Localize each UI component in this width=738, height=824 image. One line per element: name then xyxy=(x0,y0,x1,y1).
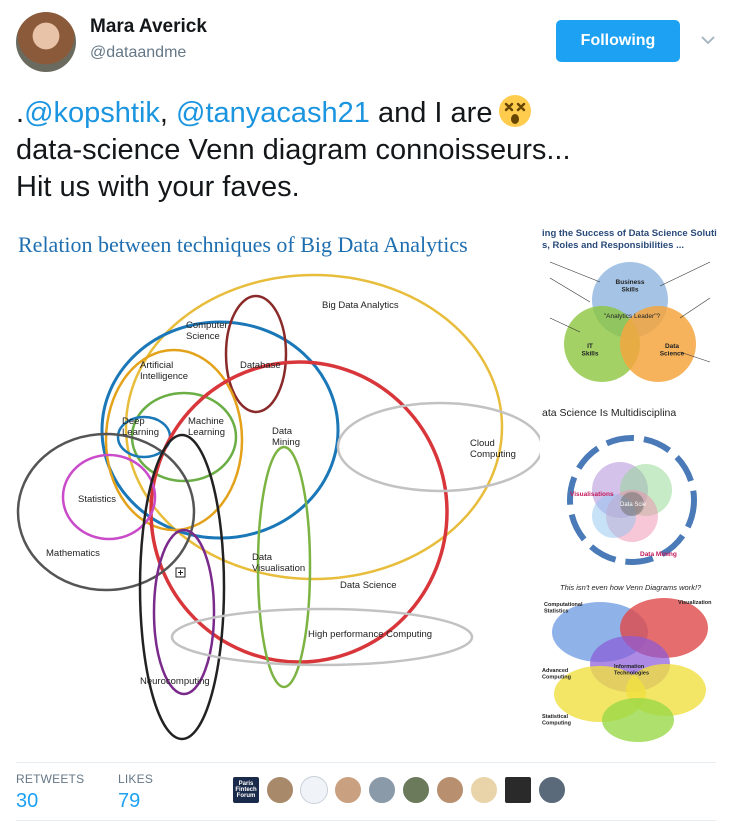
liker-avatar[interactable] xyxy=(266,776,294,804)
dizzy-face-emoji-icon xyxy=(499,95,532,127)
liker-avatar[interactable] xyxy=(470,776,498,804)
label-database: Database xyxy=(240,360,281,371)
label-mathematics: Mathematics xyxy=(46,548,100,559)
multi-title: ata Science Is Multidisciplina xyxy=(542,407,676,419)
liker-avatar-k-logo[interactable] xyxy=(504,776,532,804)
following-button[interactable]: Following xyxy=(556,20,680,62)
label-big-data-analytics: Big Data Analytics xyxy=(322,300,399,311)
liker-avatar[interactable] xyxy=(368,776,396,804)
diagram-title: Relation between techniques of Big Data … xyxy=(18,232,468,257)
retweets-count[interactable]: 30 xyxy=(16,790,39,812)
divider-bottom xyxy=(16,820,716,821)
tweet-text: .@kopshtik, @tanyacash21 and I are data-… xyxy=(16,94,716,206)
author-name[interactable]: Mara Averick xyxy=(90,16,207,37)
retweets-label: RETWEETS xyxy=(16,772,85,786)
tweet-media[interactable]: Relation between techniques of Big Data … xyxy=(14,222,722,750)
label-statistics: Statistics xyxy=(78,494,116,505)
label-neurocomputing: Neurocomputing xyxy=(140,676,210,687)
roles-title-1: ing the Success of Data Science Soluti xyxy=(542,228,717,239)
liker-avatar[interactable] xyxy=(300,776,328,804)
liker-avatar[interactable] xyxy=(334,776,362,804)
liker-avatar[interactable] xyxy=(436,776,464,804)
label-data-scie: Data Scie xyxy=(620,502,647,508)
likes-label: LIKES xyxy=(118,772,154,786)
mention-kopshtik[interactable]: @kopshtik xyxy=(24,97,160,129)
liker-avatar[interactable] xyxy=(538,776,566,804)
not-venn-diagram-image[interactable]: This isn't even how Venn Diagrams work!?… xyxy=(540,572,722,750)
likes-count[interactable]: 79 xyxy=(118,790,141,812)
big-data-venn-diagram[interactable]: Relation between techniques of Big Data … xyxy=(16,232,544,741)
notvenn-title: This isn't even how Venn Diagrams work!? xyxy=(560,583,702,592)
multidisciplinary-image[interactable]: ata Science Is Multidisciplina Visualisa… xyxy=(540,404,722,570)
tweet-line-2: data-science Venn diagram connoisseurs..… xyxy=(16,134,571,166)
liker-avatar-paris-fintech[interactable]: Paris Fintech Forum xyxy=(232,776,260,804)
likers-avatars: Paris Fintech Forum xyxy=(232,776,566,804)
label-visualisations: Visualisations xyxy=(570,491,614,498)
label-hpc: High performance Computing xyxy=(308,629,432,640)
label-data-mining-right: Data Mining xyxy=(640,551,677,558)
divider-top xyxy=(16,762,716,763)
label-visualization: Visualization xyxy=(678,600,712,606)
roles-venn-image[interactable]: ing the Success of Data Science Soluti s… xyxy=(540,222,722,402)
chevron-down-icon[interactable] xyxy=(698,30,718,50)
author-handle[interactable]: @dataandme xyxy=(90,44,187,61)
mention-tanyacash21[interactable]: @tanyacash21 xyxy=(176,97,370,129)
label-data-science: Data Science xyxy=(340,580,397,591)
label-analytics-leader: "Analytics Leader"? xyxy=(604,313,661,320)
tweet-line-3: Hit us with your faves. xyxy=(16,171,300,203)
liker-avatar[interactable] xyxy=(402,776,430,804)
roles-title-2: s, Roles and Responsibilities ... xyxy=(542,240,684,251)
author-avatar[interactable] xyxy=(16,12,76,72)
